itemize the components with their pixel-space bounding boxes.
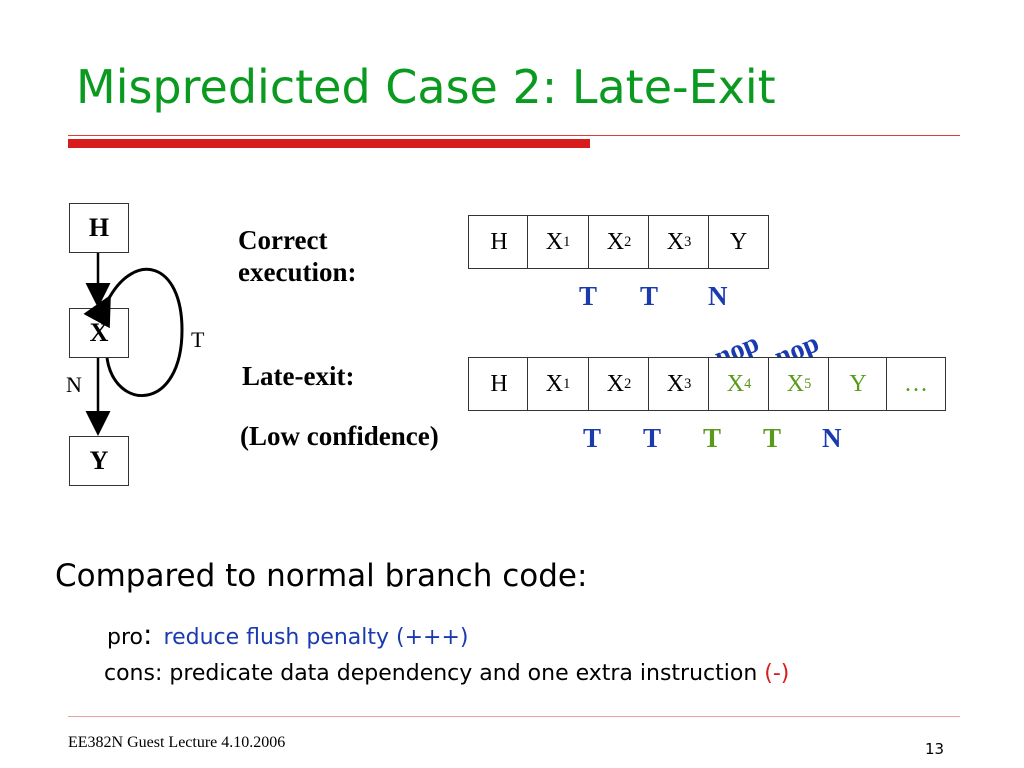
outcome-label: N [822, 423, 842, 453]
seq-cell: Y [708, 215, 769, 269]
comparison-heading: Compared to normal branch code: [55, 558, 588, 594]
outcome-label: N [708, 281, 728, 311]
seq-cell-predicated: Y [828, 357, 888, 411]
title-rule-thin [68, 135, 960, 136]
slide-title: Mispredicted Case 2: Late-Exit [76, 60, 776, 114]
title-rule-thick [68, 139, 590, 148]
pro-label: pro [107, 625, 143, 650]
page-number: 13 [925, 740, 945, 758]
edge-loop-x [83, 267, 184, 397]
correct-label-line2: execution: [238, 257, 357, 287]
outcome-label: T [579, 281, 598, 311]
correct-label-line1: Correct [238, 225, 328, 255]
edge-label-t: T [191, 327, 205, 352]
cfg-node-h: H [69, 203, 129, 253]
footer-text: EE382N Guest Lecture 4.10.2006 [68, 734, 286, 751]
cons-line: cons: predicate data dependency and one … [104, 661, 789, 686]
pro-colon: : [143, 618, 153, 651]
seq-cell-ellipsis: … [886, 357, 946, 411]
late-exit-sublabel: (Low confidence) [240, 421, 439, 451]
seq-cell: H [468, 357, 530, 411]
cfg-edges [83, 253, 184, 436]
outcome-label: T [703, 423, 722, 453]
footer-rule [68, 716, 960, 717]
pro-text: reduce flush penalty (+++) [163, 625, 469, 650]
late-exit-label: Late-exit: [242, 361, 355, 391]
cons-text: cons: predicate data dependency and one … [104, 661, 758, 686]
correct-label: Correct execution: [238, 224, 356, 288]
pro-line: pro: reduce flush penalty (+++) [107, 618, 469, 651]
outcome-label: T [763, 423, 782, 453]
outcome-label: T [583, 423, 602, 453]
outcome-label: T [640, 281, 659, 311]
edge-label-n: N [66, 372, 82, 397]
cons-mark: (-) [764, 661, 790, 686]
seq-cell: H [468, 215, 530, 269]
outcome-label: T [643, 423, 662, 453]
cfg-node-y: Y [69, 436, 129, 486]
